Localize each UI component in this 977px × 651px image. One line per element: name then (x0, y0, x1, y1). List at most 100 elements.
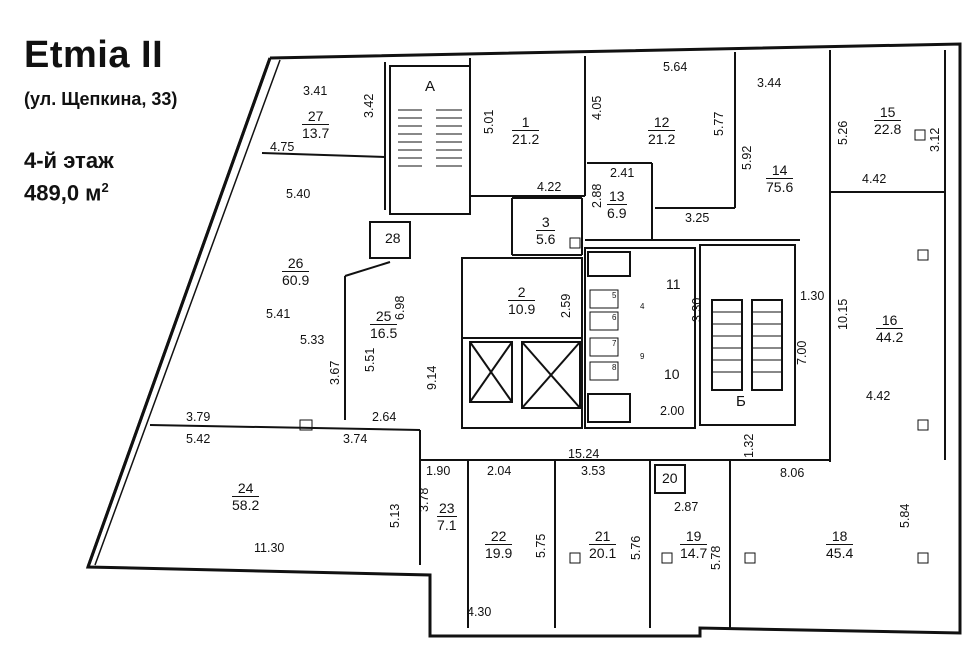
wc-number: 8 (612, 363, 617, 372)
room-11[interactable]: 11 (666, 276, 681, 292)
dimension: 4.42 (862, 172, 887, 186)
room-area: 14.7 (680, 545, 708, 561)
room-number: 12 (648, 114, 676, 131)
wc-number: 5 (612, 291, 617, 300)
dimension: 5.41 (266, 307, 291, 321)
dimension: 11.30 (254, 541, 285, 555)
room-area: 5.6 (536, 231, 556, 247)
room-number: 25 (370, 308, 398, 325)
dimension: 15.24 (568, 447, 600, 461)
dimension: 4.05 (590, 95, 604, 120)
dimension: 3.67 (328, 360, 342, 385)
room-area: 13.7 (302, 125, 330, 141)
room-area: 6.9 (607, 205, 627, 221)
dimension: 5.51 (363, 347, 377, 372)
room-number: 1 (512, 114, 540, 131)
dimension: 5.40 (286, 187, 311, 201)
dimension: 7.00 (795, 340, 809, 365)
dimension: 3.78 (417, 487, 431, 512)
stair-b-label: Б (736, 393, 746, 410)
room-area: 58.2 (232, 497, 260, 513)
room-area: 22.8 (874, 121, 902, 137)
dimension: 5.92 (740, 145, 754, 170)
dimension: 2.88 (590, 183, 604, 208)
dimension: 1.90 (426, 464, 451, 478)
dimension: 5.78 (709, 545, 723, 570)
dimension: 5.77 (712, 111, 726, 136)
floor-area: 489,0 м2 (24, 180, 109, 206)
room-area: 19.9 (485, 545, 513, 561)
dimension: 5.33 (300, 333, 325, 347)
dimension: 5.64 (663, 60, 688, 74)
floor-label: 4-й этаж (24, 148, 114, 173)
room-number: 2 (508, 284, 536, 301)
dimension: 3.41 (303, 84, 328, 98)
dimension: 6.98 (393, 295, 407, 320)
room-number: 24 (232, 480, 260, 497)
room-number: 13 (607, 188, 627, 205)
dimension: 2.00 (660, 404, 685, 418)
stair-a-label: А (425, 78, 436, 95)
room-number: 19 (680, 528, 708, 545)
dimension: 5.75 (534, 533, 548, 558)
room-area: 20.1 (589, 545, 617, 561)
room-area: 75.6 (766, 179, 794, 195)
dimension: 5.84 (898, 503, 912, 528)
dimension: 3.25 (685, 211, 710, 225)
room-area: 21.2 (512, 131, 540, 147)
building-address: (ул. Щепкина, 33) (24, 89, 178, 109)
room-number: 23 (437, 500, 457, 517)
dimension: 1.32 (742, 433, 756, 458)
floor-area-value: 489,0 м (24, 180, 102, 206)
wc-number: 9 (640, 352, 645, 361)
dimension: 2.41 (610, 166, 635, 180)
room-number: 22 (485, 528, 513, 545)
dimension: 3.42 (362, 93, 376, 118)
dimension: 9.14 (425, 365, 439, 390)
dimension: 1.30 (800, 289, 825, 303)
room-number: 3 (536, 214, 556, 231)
wc-number: 4 (640, 302, 645, 311)
dimension: 4.42 (866, 389, 891, 403)
dimension: 3.44 (757, 76, 782, 90)
room-number: 26 (282, 255, 310, 272)
dimension: 3.30 (690, 297, 704, 322)
room-area: 21.2 (648, 131, 676, 147)
room-28[interactable]: 28 (385, 230, 401, 246)
room-10[interactable]: 10 (664, 366, 680, 382)
room-area: 60.9 (282, 272, 310, 288)
dimension: 4.75 (270, 140, 295, 154)
dimension: 5.76 (629, 535, 643, 560)
dimension: 5.26 (836, 120, 850, 145)
room-number: 15 (874, 104, 902, 121)
room-number: 20 (662, 470, 678, 486)
room-area: 10.9 (508, 301, 536, 317)
room-number: 21 (589, 528, 617, 545)
wc-number: 7 (612, 339, 617, 348)
dimension: 5.01 (482, 109, 496, 134)
room-20[interactable]: 20 (662, 470, 678, 486)
building-title: Etmia II (24, 34, 164, 76)
wc-number: 6 (612, 313, 617, 322)
dimension: 2.64 (372, 410, 397, 424)
dimension: 2.04 (487, 464, 512, 478)
